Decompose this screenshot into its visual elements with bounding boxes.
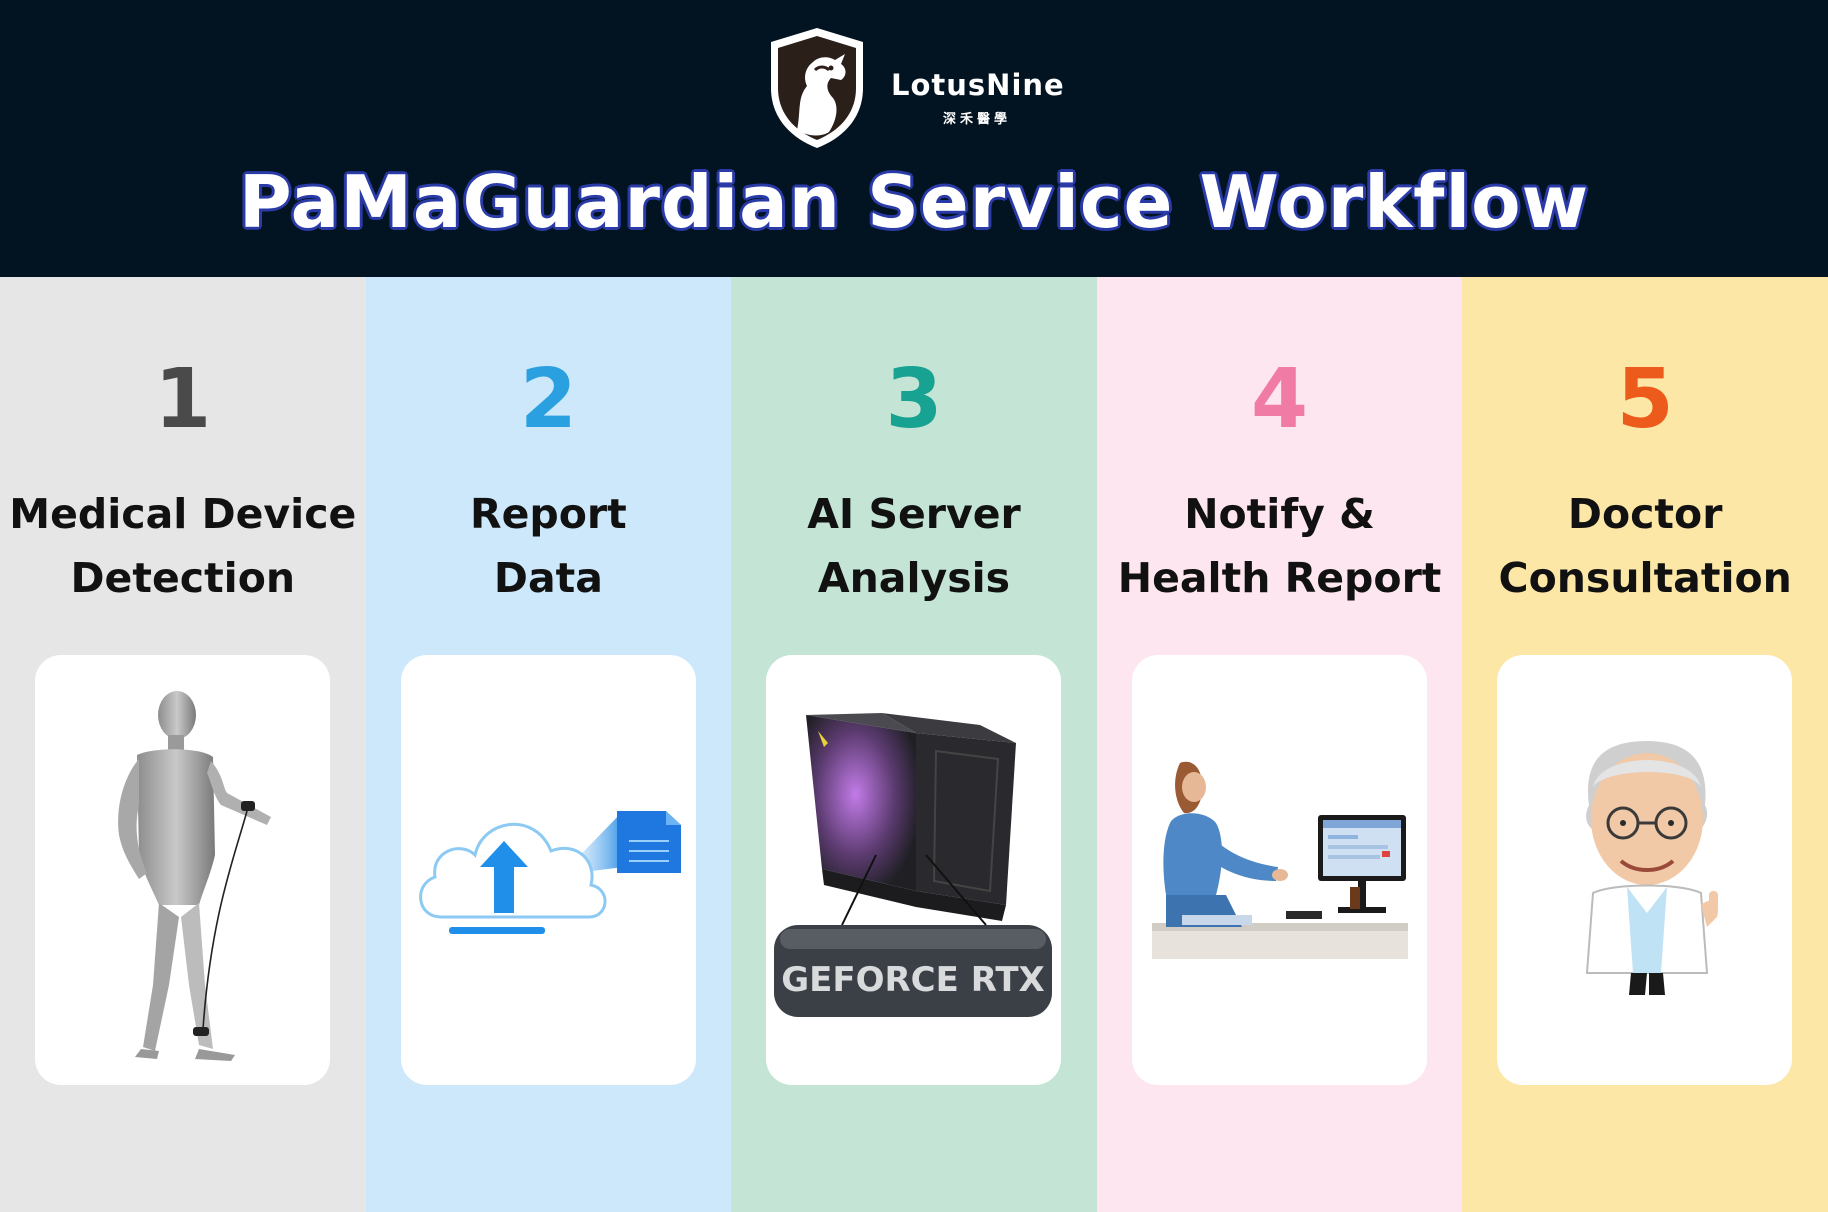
step-number: 3 xyxy=(885,352,943,447)
header: LotusNine 深禾醫學 PaMaGuardian Service Work… xyxy=(0,0,1828,277)
step-image-card xyxy=(35,655,330,1085)
brand-subtitle: 深禾醫學 xyxy=(943,112,1012,127)
step-title: Doctor Consultation xyxy=(1462,482,1828,610)
step-3-column: 3 AI Server Analysis xyxy=(731,277,1097,1212)
step-title-line: Doctor xyxy=(1567,490,1723,538)
brand-name: LotusNine xyxy=(891,68,1065,102)
step-title: Medical Device Detection xyxy=(0,482,366,610)
step-title-line: AI Server xyxy=(807,490,1021,538)
step-4-column: 4 Notify & Health Report xyxy=(1096,277,1463,1212)
human-body-sensor-icon xyxy=(118,691,271,1061)
step-title-line: Consultation xyxy=(1498,554,1792,602)
step-title-line: Health Report xyxy=(1117,554,1442,602)
step-number: 1 xyxy=(154,352,212,447)
step-number: 2 xyxy=(519,352,577,447)
step-image-card: GEFORCE RTX xyxy=(766,655,1062,1085)
step-title: Report Data xyxy=(366,482,732,610)
step-title-line: Analysis xyxy=(817,554,1011,602)
step-title-line: Data xyxy=(493,554,603,602)
step-number: 5 xyxy=(1616,352,1674,447)
gpu-badge-text: GEFORCE RTX xyxy=(781,960,1045,1000)
step-title: Notify & Health Report xyxy=(1097,482,1463,610)
lotus-logo-icon xyxy=(771,28,863,148)
step-title-line: Detection xyxy=(70,554,296,602)
gpu-server-icon: GEFORCE RTX xyxy=(774,713,1053,1017)
page-title: PaMaGuardian Service Workflow xyxy=(238,160,1590,244)
workflow-steps: 1 Medical Device Detection xyxy=(0,277,1828,1212)
cloud-upload-icon xyxy=(418,811,681,934)
step-title: AI Server Analysis xyxy=(731,482,1097,610)
step-image-card xyxy=(1131,655,1427,1085)
step-1-column: 1 Medical Device Detection xyxy=(0,277,366,1212)
step-5-column: 5 Doctor Consultation xyxy=(1462,277,1828,1212)
step-image-card xyxy=(400,655,696,1085)
nurse-computer-icon xyxy=(1151,761,1408,959)
step-title-line: Notify & xyxy=(1184,490,1375,538)
step-2-column: 2 Report Data xyxy=(365,277,732,1212)
step-image-card xyxy=(1497,655,1793,1085)
step-number: 4 xyxy=(1251,352,1309,447)
doctor-avatar-icon xyxy=(1586,741,1719,995)
step-title-line: Medical Device xyxy=(9,490,357,538)
step-title-line: Report xyxy=(470,490,627,538)
